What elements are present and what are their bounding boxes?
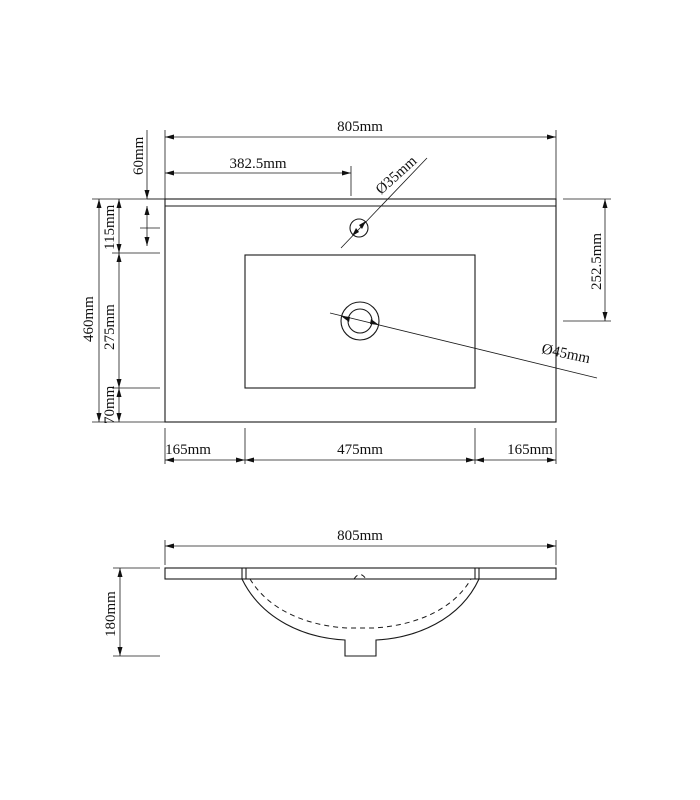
dim-bottom-stack: 165mm 475mm 165mm (164, 428, 557, 464)
dim-tap-offset-label: 382.5mm (229, 156, 286, 172)
dim-back-edge-label: 60mm (131, 136, 147, 175)
side-slab (164, 567, 557, 580)
dim-side-width-label: 805mm (337, 528, 383, 544)
dim-waste-diameter-label: Ø45mm (540, 341, 592, 367)
dim-basin-width-label: 475mm (337, 442, 383, 458)
dim-depth-label: 460mm (81, 296, 97, 342)
dim-basin-depth-label: 275mm (102, 304, 118, 350)
top-view: 805mm 382.5mm Ø35mm Ø45mm (81, 119, 611, 464)
side-view: 805mm 180mm (103, 528, 557, 657)
side-tap-hole (353, 574, 367, 580)
dim-left-stack: 460mm 115mm 275mm 70mm (81, 198, 165, 424)
bowl-outline (241, 578, 480, 657)
dim-side-height-label: 180mm (103, 591, 119, 637)
dim-side-width: 805mm (164, 528, 557, 565)
dim-left-margin-label: 165mm (165, 442, 211, 458)
dim-waste-offset: 252.5mm (563, 198, 611, 322)
dim-back-to-basin-label: 115mm (102, 204, 118, 250)
dim-right-margin-label: 165mm (507, 442, 553, 458)
countertop-outline (164, 198, 557, 423)
dim-overall-width: 805mm (164, 119, 557, 199)
dim-back-edge: 60mm (131, 130, 236, 200)
tap-hole (349, 218, 369, 238)
dim-waste-diameter: Ø45mm (329, 312, 598, 379)
waste-outlet-outer (340, 301, 380, 341)
basin-opening (244, 254, 476, 389)
dim-waste-offset-label: 252.5mm (589, 233, 605, 290)
dim-overall-width-label: 805mm (337, 119, 383, 135)
bowl-inner-hidden (249, 578, 472, 629)
dim-front-margin-label: 70mm (102, 385, 118, 424)
waste-outlet-inner (347, 308, 373, 334)
dim-tap-diameter-label: Ø35mm (373, 153, 420, 198)
dim-tap-diameter: Ø35mm (340, 153, 428, 249)
dim-side-height: 180mm (103, 567, 160, 657)
dim-tap-offset: 382.5mm (165, 156, 352, 196)
